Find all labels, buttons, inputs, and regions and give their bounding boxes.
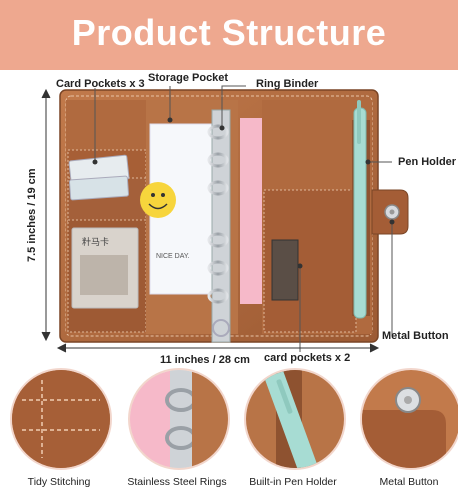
callout-lines — [92, 85, 395, 352]
label-ring-binder: Ring Binder — [256, 78, 319, 90]
smiley-icon — [140, 182, 176, 218]
ring-bottom — [212, 319, 230, 337]
bank-card-2 — [69, 175, 129, 201]
label-width-dimension: 11 inches / 28 cm — [160, 354, 250, 366]
stitching-detail-icon — [12, 370, 110, 468]
ring-binder-rings — [207, 124, 229, 304]
feature-label-tidy-stitching: Tidy Stitching — [27, 476, 91, 488]
steel-rings-detail-icon — [130, 370, 228, 468]
feature-label-steel-rings: Stainless Steel Rings — [127, 476, 227, 488]
thumb-pen-holder — [244, 368, 346, 470]
label-metal-button: Metal Button — [382, 330, 449, 342]
card-lines-text: 籵马卡 — [82, 236, 109, 248]
label-pen-holder: Pen Holder — [398, 156, 457, 168]
feature-label-metal-button: Metal Button — [379, 476, 439, 488]
pink-insert — [240, 118, 266, 304]
binder-spine — [211, 109, 231, 343]
thumb-steel-rings — [128, 368, 230, 470]
thumb-tidy-stitching — [10, 368, 112, 470]
title-banner — [0, 0, 458, 70]
height-dimension-arrow — [41, 88, 51, 342]
pen-holder-detail-icon — [246, 370, 344, 468]
page-title: Product Structure — [71, 12, 387, 53]
pen-clip — [357, 100, 361, 144]
metal-button-detail-icon — [362, 370, 458, 468]
feature-label-pen-holder: Built-in Pen Holder — [249, 476, 337, 488]
label-height-dimension: 7.5 inches / 19 cm — [26, 168, 38, 262]
label-card-pockets-2: card pockets x 2 — [264, 352, 351, 364]
thumb-metal-button — [360, 368, 458, 470]
label-storage-pocket: Storage Pocket — [148, 72, 229, 84]
nice-day-text: NICE DAY. — [156, 253, 190, 260]
width-dimension-arrow — [56, 343, 380, 353]
label-card-pockets-3: Card Pockets x 3 — [56, 78, 145, 90]
cards-in-right-pocket — [271, 239, 299, 301]
binder-stitching — [65, 95, 373, 337]
